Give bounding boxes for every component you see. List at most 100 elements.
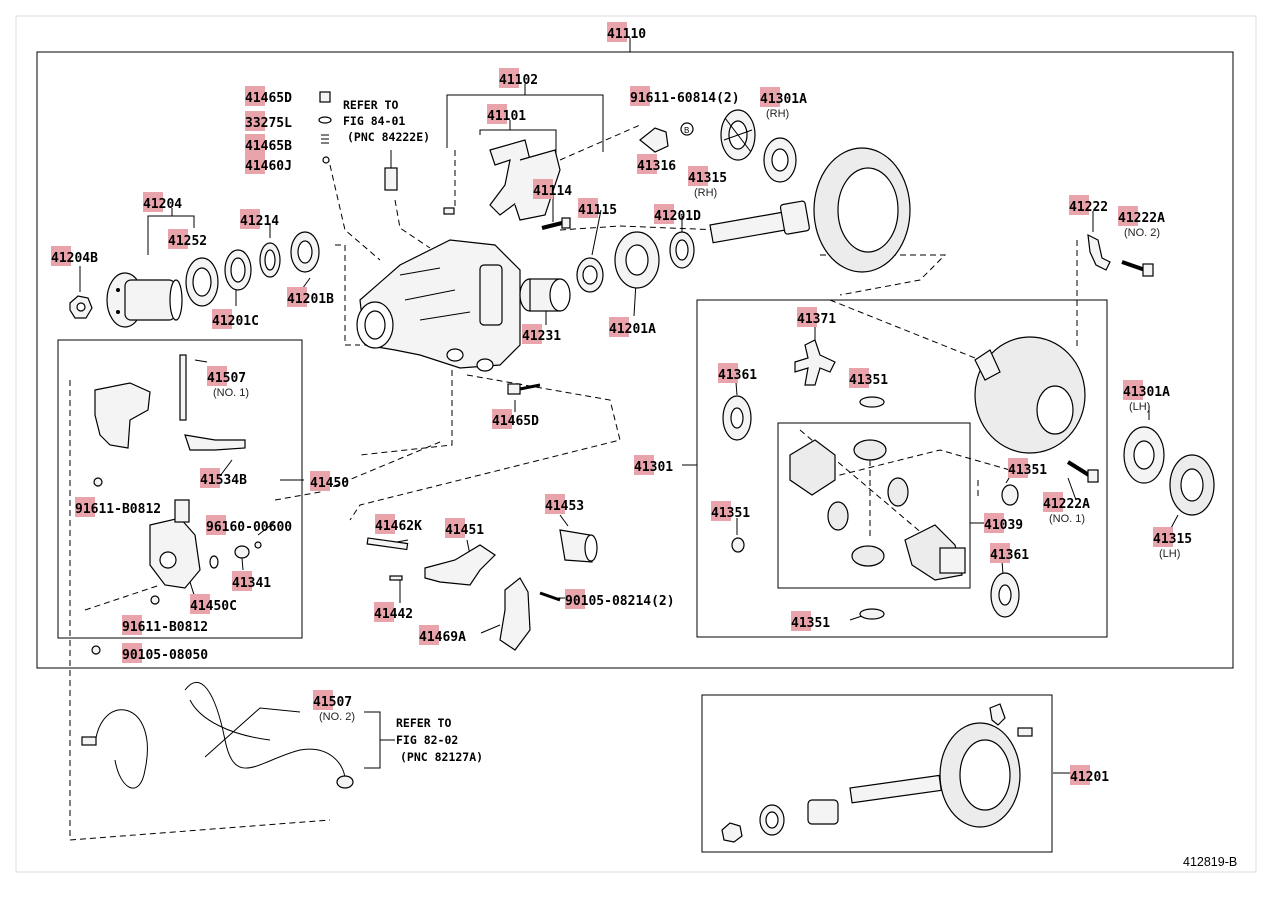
part-label-41361-bottom[interactable]: 41361 xyxy=(990,543,1029,563)
part-label-41222[interactable]: 41222 xyxy=(1069,195,1108,215)
part-number: 41453 xyxy=(545,499,584,514)
part-label-41507-no2[interactable]: 41507(NO. 2) xyxy=(313,690,355,723)
part-label-41201d[interactable]: 41201D xyxy=(654,204,701,224)
part-label-41315-rh[interactable]: 41315(RH) xyxy=(688,166,727,199)
part-label-41450[interactable]: 41450 xyxy=(310,471,349,491)
part-number: 41361 xyxy=(718,368,757,383)
part-label-41102[interactable]: 41102 xyxy=(499,68,538,88)
part-highlight xyxy=(1070,765,1090,785)
part-label-41039[interactable]: 41039 xyxy=(984,513,1023,533)
part-highlight xyxy=(797,307,817,327)
part-label-41115[interactable]: 41115 xyxy=(578,198,617,218)
part-number: 41301A xyxy=(760,92,807,107)
part-label-90105-08214[interactable]: 90105-08214(2) xyxy=(565,589,675,609)
part-label-41204[interactable]: 41204 xyxy=(143,192,182,212)
part-number: 91611-B0812 xyxy=(122,620,208,635)
part-highlight xyxy=(1118,206,1138,226)
part-label-41534b[interactable]: 41534B xyxy=(200,468,247,488)
part-highlight xyxy=(984,513,1004,533)
part-label-41507-no1[interactable]: 41507(NO. 1) xyxy=(207,366,249,399)
part-highlight xyxy=(634,455,654,475)
part-label-41315-lh[interactable]: 41315(LH) xyxy=(1153,527,1192,560)
part-label-41465b[interactable]: 41465B xyxy=(245,134,292,154)
part-label-90105-08050[interactable]: 90105-08050 xyxy=(122,643,208,663)
part-label-41371[interactable]: 41371 xyxy=(797,307,836,327)
part-highlight xyxy=(374,602,394,622)
part-label-41460j[interactable]: 41460J xyxy=(245,154,292,174)
part-number: 41222 xyxy=(1069,200,1108,215)
part-number: 41450 xyxy=(310,476,349,491)
part-label-41231[interactable]: 41231 xyxy=(522,324,561,344)
part-number: 41039 xyxy=(984,518,1023,533)
part-label-41450c[interactable]: 41450C xyxy=(190,594,237,614)
part-label-96160-00600[interactable]: 96160-00600 xyxy=(206,515,292,535)
part-highlight xyxy=(607,22,627,42)
part-number: 41465D xyxy=(492,414,539,429)
part-highlight xyxy=(232,571,252,591)
part-number: 41201 xyxy=(1070,770,1109,785)
part-label-33275l[interactable]: 33275L xyxy=(245,111,292,131)
part-number: 91611-60814(2) xyxy=(630,91,740,106)
part-number: 41222A xyxy=(1118,211,1165,226)
part-label-41110[interactable]: 41110 xyxy=(607,22,646,42)
collapsible-spacer xyxy=(519,278,571,312)
part-label-41201a[interactable]: 41201A xyxy=(609,317,656,337)
speed-sensor-frame xyxy=(57,339,303,639)
part-label-91611-60814[interactable]: 91611-60814(2) xyxy=(630,86,740,106)
part-number: 41101 xyxy=(487,109,526,124)
part-label-41451[interactable]: 41451 xyxy=(445,518,484,538)
part-label-41465d-top[interactable]: 41465D xyxy=(245,86,292,106)
part-highlight xyxy=(313,690,333,710)
part-highlight xyxy=(51,246,71,266)
part-label-41201[interactable]: 41201 xyxy=(1070,765,1109,785)
part-label-41222a-no2[interactable]: 41222A(NO. 2) xyxy=(1118,206,1165,239)
part-highlight xyxy=(122,615,142,635)
part-label-41301a-rh[interactable]: 41301A(RH) xyxy=(760,87,807,120)
part-label-41351-b[interactable]: 41351 xyxy=(711,501,750,521)
part-label-41222a-no1[interactable]: 41222A(NO. 1) xyxy=(1043,492,1090,525)
part-highlight xyxy=(565,589,585,609)
ring-pinion-kit-frame xyxy=(701,694,1053,853)
part-highlight xyxy=(375,514,395,534)
part-label-91611-b0812-b[interactable]: 91611-B0812 xyxy=(122,615,208,635)
part-variant: (NO. 1) xyxy=(1049,513,1085,525)
refer-line: REFER TO xyxy=(396,716,451,730)
part-label-41204b[interactable]: 41204B xyxy=(51,246,98,266)
differential-case-frame xyxy=(696,299,1108,638)
refer-line: FIG 82-02 xyxy=(396,733,458,747)
part-label-41301[interactable]: 41301 xyxy=(634,455,673,475)
part-label-41201c[interactable]: 41201C xyxy=(212,309,259,329)
part-highlight xyxy=(630,86,650,106)
part-label-41361-top[interactable]: 41361 xyxy=(718,363,757,383)
part-label-41201b[interactable]: 41201B xyxy=(287,287,334,307)
flange-nut xyxy=(69,295,93,319)
part-label-41469a[interactable]: 41469A xyxy=(419,625,466,645)
part-label-41351-c[interactable]: 41351 xyxy=(1008,458,1047,478)
pinion-bearing xyxy=(614,231,660,289)
part-number: 41462K xyxy=(375,519,422,534)
bearing-spacer xyxy=(259,242,281,278)
part-highlight xyxy=(499,68,519,88)
part-highlight xyxy=(207,366,227,386)
refer-note-fig84: REFER TO FIG 84-01 (PNC 84222E) xyxy=(343,98,430,144)
part-label-41214[interactable]: 41214 xyxy=(240,209,279,229)
part-label-41351-a[interactable]: 41351 xyxy=(849,368,888,388)
part-label-41301a-lh[interactable]: 41301A(LH) xyxy=(1123,380,1170,413)
part-label-91611-b0812-a[interactable]: 91611-B0812 xyxy=(75,497,161,517)
part-label-41101[interactable]: 41101 xyxy=(487,104,526,124)
part-label-41114[interactable]: 41114 xyxy=(533,179,572,199)
oil-seal xyxy=(185,257,219,307)
part-label-41341[interactable]: 41341 xyxy=(232,571,271,591)
part-label-41252[interactable]: 41252 xyxy=(168,229,207,249)
part-highlight xyxy=(168,229,188,249)
part-label-41351-d[interactable]: 41351 xyxy=(791,611,830,631)
part-label-41316[interactable]: 41316 xyxy=(637,154,676,174)
part-label-41442[interactable]: 41442 xyxy=(374,602,413,622)
part-label-41462k[interactable]: 41462K xyxy=(375,514,422,534)
part-label-41465d-bottom[interactable]: 41465D xyxy=(492,409,539,429)
companion-flange xyxy=(106,272,183,328)
part-highlight xyxy=(240,209,260,229)
part-label-41453[interactable]: 41453 xyxy=(545,494,584,514)
part-variant: (NO. 2) xyxy=(1124,227,1160,239)
